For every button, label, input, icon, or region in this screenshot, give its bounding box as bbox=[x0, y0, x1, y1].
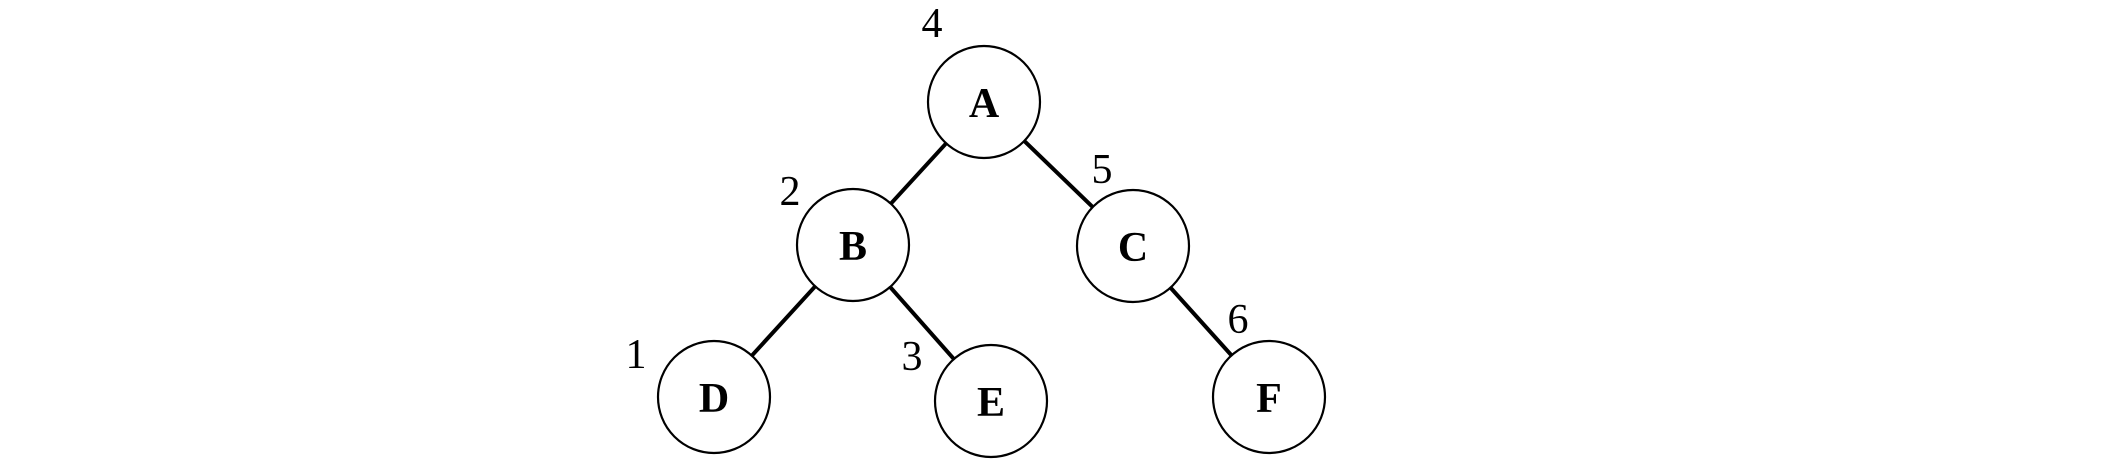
node-label-b: B bbox=[839, 224, 867, 270]
edge-weight-a-c: 5 bbox=[1092, 147, 1113, 193]
edge-weight-b-d: 2 bbox=[780, 169, 801, 215]
edge-weights-group: 4 5 2 3 6 1 bbox=[626, 1, 1249, 380]
node-circle-c[interactable] bbox=[1075, 188, 1191, 304]
node-circle-f[interactable] bbox=[1211, 339, 1327, 455]
node-label-e: E bbox=[977, 380, 1005, 426]
node-label-f: F bbox=[1256, 376, 1282, 422]
edge-weight-a-b: 4 bbox=[922, 1, 943, 47]
node-circle-a[interactable] bbox=[926, 44, 1042, 160]
edge-weight-d-label: 1 bbox=[626, 332, 647, 378]
tree-edge-b-d bbox=[750, 284, 817, 358]
tree-node-f[interactable]: F bbox=[1211, 339, 1327, 455]
tree-edge-c-f bbox=[1168, 286, 1234, 357]
tree-node-b[interactable]: B bbox=[795, 187, 911, 303]
tree-node-a[interactable]: A bbox=[926, 44, 1042, 160]
node-label-c: C bbox=[1118, 225, 1148, 271]
edges-group bbox=[750, 139, 1234, 361]
node-label-d: D bbox=[699, 376, 729, 422]
nodes-group: A B C D E F bbox=[656, 44, 1327, 459]
tree-node-c[interactable]: C bbox=[1075, 188, 1191, 304]
node-circle-b[interactable] bbox=[795, 187, 911, 303]
edge-weight-c-f: 6 bbox=[1228, 297, 1249, 343]
node-circle-d[interactable] bbox=[656, 339, 772, 455]
tree-edge-a-c bbox=[1022, 139, 1095, 209]
tree-edge-b-e bbox=[888, 285, 956, 361]
tree-node-d[interactable]: D bbox=[656, 339, 772, 455]
node-circle-e[interactable] bbox=[933, 343, 1049, 459]
tree-edge-a-b bbox=[889, 141, 948, 206]
edge-weight-b-e: 3 bbox=[902, 334, 923, 380]
node-label-a: A bbox=[969, 81, 1000, 127]
tree-node-e[interactable]: E bbox=[933, 343, 1049, 459]
